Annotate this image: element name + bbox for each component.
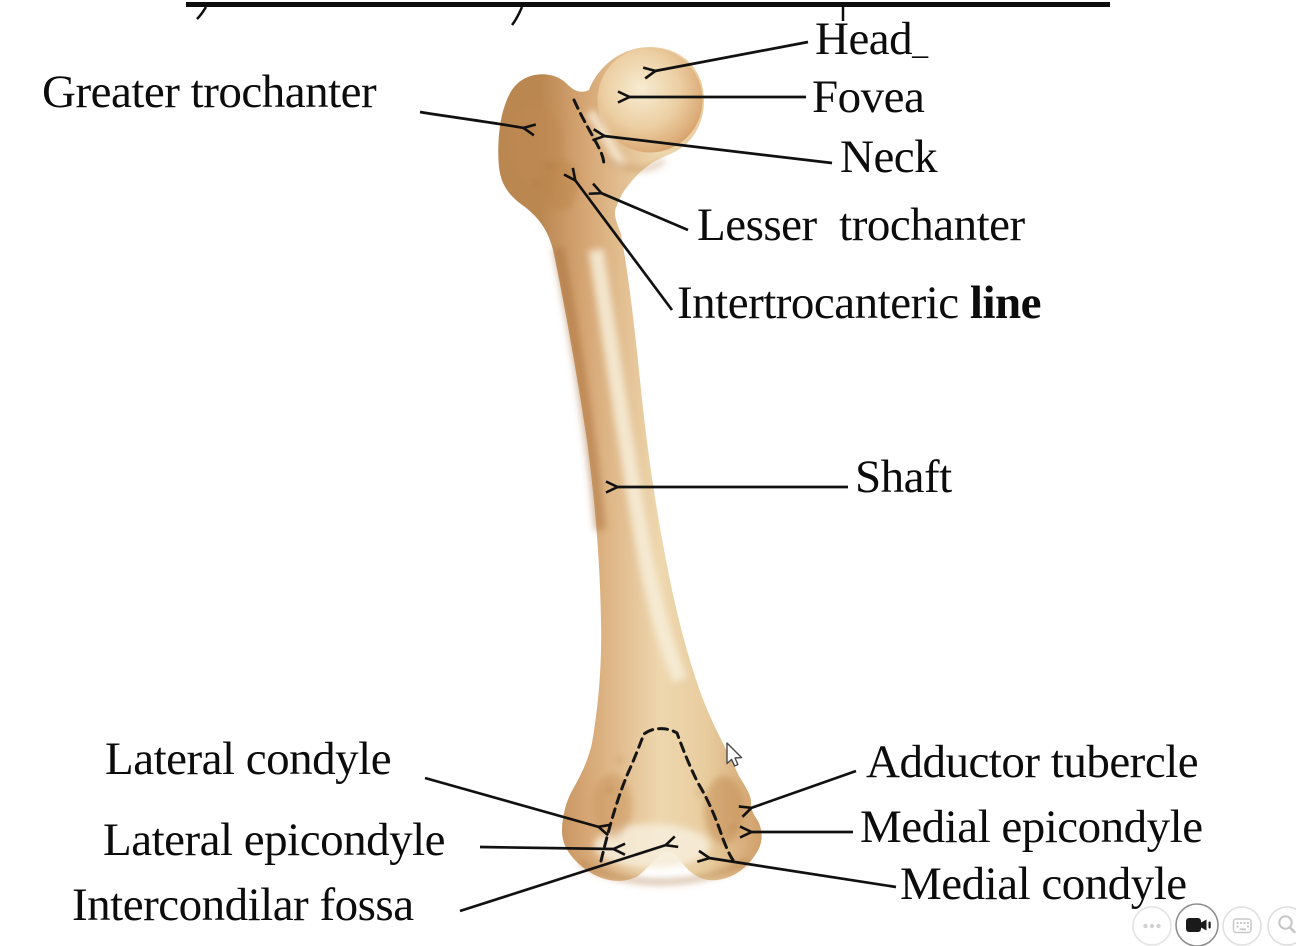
femur-illustration [498,47,762,885]
label-head: Head_ [815,16,928,63]
arrow-greater-trochanter [419,110,524,128]
label-lateral-epicondyle: Lateral epicondyle [103,814,446,866]
label-greater-trochanter-text: Greater trochanter [42,66,377,118]
label-head-text: Head [815,13,913,65]
camera-button[interactable] [1175,903,1219,946]
leader-arrows [419,40,897,913]
label-intercondilar-fossa: Intercondilar fossa [72,882,414,929]
label-intercondilar-fossa-text: Intercondilar fossa [72,879,414,931]
label-medial-condyle: Medial condyle [900,861,1187,908]
arrow-medial-condyle [709,858,897,889]
label-neck-text: Neck [840,131,938,183]
arrow-lateral-epicondyle [479,847,614,849]
arrow-adductor-tubercle [751,769,857,808]
label-lesser-trochanter-text: Lesser trochanter [697,199,1025,251]
mouse-cursor [726,742,743,767]
intertrochanteric-dashed-line [572,98,606,168]
label-intertrocanteric-line: Intertrocanteric line [677,277,1042,329]
arrow-intercondilar-fossa [459,845,666,913]
video-camera-icon [1186,918,1211,932]
arrow-head [655,40,809,71]
keyboard-icon [1232,918,1252,934]
label-greater-trochanter: Greater trochanter [42,66,377,118]
label-fovea-text: Fovea [812,71,925,123]
search-button[interactable] [1267,906,1296,946]
label-intertrocanteric-prefix: Intertrocanteric [677,277,970,329]
label-fovea: Fovea [812,71,925,123]
arrow-lateral-condyle [424,776,599,827]
label-intertrocanteric-bold: line [969,277,1042,329]
arrow-intertrocanteric-line [575,180,674,311]
label-shaft-text: Shaft [855,451,952,503]
title-underline [186,2,1110,26]
search-icon [1278,915,1296,934]
meeting-controls [1132,903,1296,946]
ellipsis-icon [1143,923,1161,929]
arrow-neck [604,136,833,165]
more-options-button[interactable] [1132,906,1172,946]
patellar-surface-dashed-outline [599,727,735,863]
label-shaft: Shaft [855,454,952,501]
label-medial-epicondyle: Medial epicondyle [860,804,1203,851]
label-medial-condyle-text: Medial condyle [900,858,1187,910]
label-medial-epicondyle-text: Medial epicondyle [860,801,1203,853]
label-lateral-condyle: Lateral condyle [105,733,392,785]
keyboard-button[interactable] [1222,906,1262,946]
label-lateral-condyle-text: Lateral condyle [105,733,392,785]
label-adductor-tubercle: Adductor tubercle [866,736,1199,788]
label-lesser-trochanter: Lesser trochanter [697,202,1025,249]
arrow-lesser-trochanter [601,193,689,232]
femur-head [597,47,703,153]
label-neck: Neck [840,131,938,183]
label-head-underscore-mark: _ [912,25,928,61]
label-adductor-tubercle-text: Adductor tubercle [866,736,1199,788]
label-lateral-epicondyle-text: Lateral epicondyle [103,814,446,866]
